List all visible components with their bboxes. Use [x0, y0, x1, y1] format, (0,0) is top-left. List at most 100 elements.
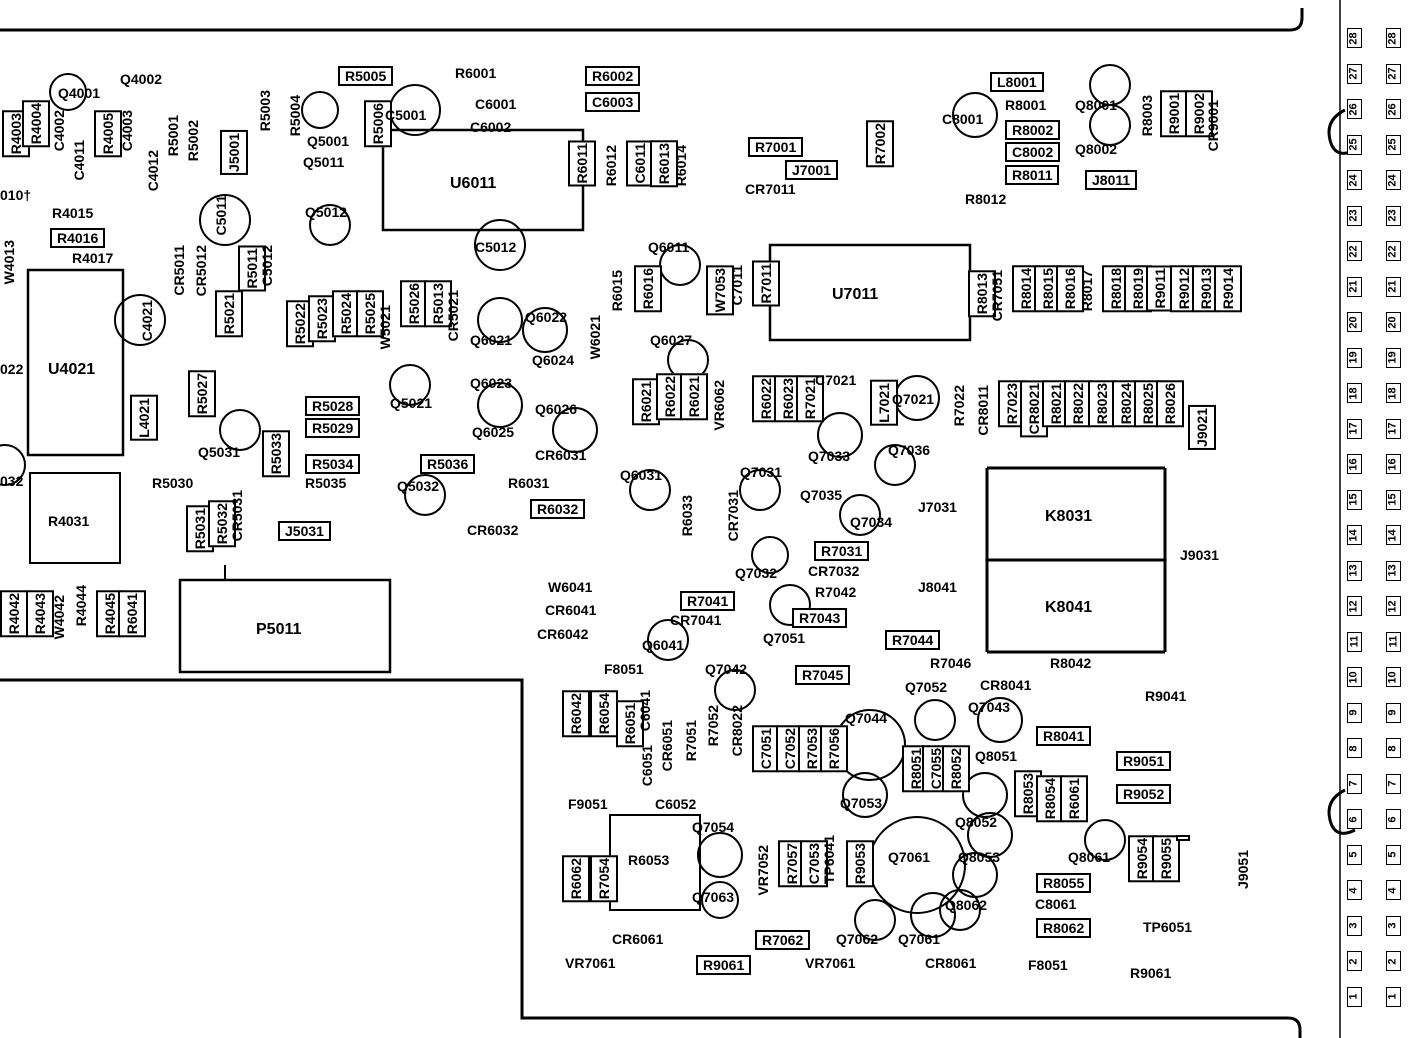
- label-r5027: R5027: [188, 370, 216, 418]
- label-cr6042: CR6042: [537, 626, 589, 642]
- label-c8001: C8001: [942, 111, 984, 127]
- label-r8051: R8052: [942, 745, 970, 793]
- edge-pin-28-a: 28: [1347, 28, 1362, 48]
- label-r7011: R7011: [752, 260, 780, 307]
- edge-pin-6-a: 6: [1347, 809, 1362, 829]
- label-r8041: R8041: [1036, 726, 1092, 746]
- label-r6016: R6016: [634, 265, 662, 313]
- label-q6041: Q6041: [642, 637, 685, 653]
- label-c6041: C6041: [637, 690, 653, 732]
- label-c6011: C5012: [475, 239, 517, 255]
- edge-pin-6-b: 6: [1386, 809, 1401, 829]
- label-q6011: Q6011: [648, 239, 690, 255]
- edge-pin-20-b: 20: [1386, 312, 1401, 332]
- label-010: 010†: [0, 187, 32, 203]
- label-w5021: W5021: [377, 305, 393, 350]
- edge-pin-25-b: 25: [1386, 134, 1401, 155]
- edge-pin-22-b: 22: [1386, 241, 1401, 261]
- label-r8011: R8011: [1005, 165, 1060, 185]
- label-r4017: R4017: [72, 250, 114, 266]
- label-q6024: Q6024: [532, 352, 575, 368]
- label-cr8041: CR8041: [980, 677, 1032, 693]
- edge-pin-17-a: 17: [1347, 418, 1362, 439]
- label-u6011: U6011: [450, 175, 497, 192]
- label-cr9001: CR9001: [1205, 100, 1221, 152]
- label-cr8011: CR7051: [989, 270, 1005, 322]
- label-c7021: C7021: [815, 372, 857, 388]
- label-u7011: U7011: [832, 286, 879, 303]
- edge-pin-26-a: 26: [1347, 99, 1362, 119]
- label-q7044: Q7051: [763, 630, 806, 646]
- label-c4021: C4021: [139, 300, 155, 342]
- label-r6015: R6015: [609, 270, 625, 312]
- label-r6011: R6011: [568, 140, 596, 187]
- label-q6026: Q6026: [535, 401, 578, 417]
- edge-pin-11-a: 11: [1347, 631, 1362, 652]
- edge-pin-18-a: 18: [1347, 383, 1362, 403]
- label-r4045: R6041: [118, 590, 146, 638]
- edge-pin-8-b: 8: [1386, 738, 1401, 758]
- edge-pin-5-b: 5: [1386, 844, 1401, 865]
- label-q4002: Q4002: [120, 71, 163, 87]
- label-q5001: Q5001: [307, 133, 350, 149]
- label-q7035: Q7035: [800, 487, 843, 503]
- label-r6051: R7051: [683, 720, 699, 762]
- label-q7032: Q7032: [735, 565, 778, 581]
- edge-pin-7-b: 7: [1386, 773, 1401, 794]
- label-c5012: C5012: [259, 245, 275, 287]
- edge-pin-9-a: 9: [1347, 702, 1362, 723]
- label-r7042: R7042: [815, 584, 857, 600]
- label-r7051: R7052: [705, 705, 721, 747]
- label-r6014: R6014: [673, 145, 689, 187]
- label-r7053: R7056: [820, 725, 848, 773]
- label-f8051: F8051: [1028, 957, 1068, 973]
- label-c4012: C4012: [145, 150, 161, 192]
- label-r5033: R5033: [262, 430, 290, 478]
- label-cr7051: CR8022: [729, 705, 745, 757]
- label-r8054: R6061: [1060, 775, 1088, 823]
- label-cr6061: CR6061: [612, 931, 664, 947]
- label-r9001: R9001: [1160, 90, 1188, 138]
- label-r9054: R9055: [1152, 835, 1180, 883]
- edge-pin-24-a: 24: [1347, 170, 1362, 190]
- label-q6021: Q6021: [470, 332, 513, 348]
- label-j9031: J9031: [1180, 547, 1219, 563]
- label-r7044: R7044: [885, 630, 941, 650]
- edge-pin-17-b: 17: [1386, 418, 1401, 439]
- edge-pin-4-b: 4: [1386, 880, 1401, 900]
- label-q5021: Q5021: [390, 395, 433, 411]
- edge-pin-16-b: 16: [1386, 454, 1401, 474]
- label-r6023: R6021: [680, 373, 708, 421]
- edge-pin-10-a: 10: [1347, 667, 1362, 687]
- label-w7053: VR7052: [755, 845, 771, 896]
- label-r9052: R9052: [1116, 784, 1172, 804]
- label-r8012: R8012: [965, 191, 1007, 207]
- edge-pin-12-a: 12: [1347, 596, 1362, 616]
- label-r4015: R4015: [52, 205, 94, 221]
- label-r5028: R5028: [305, 396, 361, 416]
- label-q7031: Q7031: [740, 464, 783, 480]
- label-r7002: R7002: [866, 120, 894, 168]
- label-cr7041: CR7041: [670, 612, 722, 628]
- label-r5021: R5021: [215, 290, 243, 338]
- label-j5001: J5001: [220, 130, 248, 175]
- label-r8021: R7022: [951, 385, 967, 427]
- edge-pin-23-b: 23: [1386, 205, 1401, 226]
- label-k8031: K8031: [1045, 508, 1093, 525]
- edge-pin-2-b: 2: [1386, 951, 1401, 971]
- label-r6031: R6031: [508, 475, 550, 491]
- label-r6012: R6012: [603, 145, 619, 187]
- edge-pin-13-a: 13: [1347, 560, 1362, 581]
- edge-pin-1-a: 1: [1347, 986, 1362, 1007]
- edge-pin-21-b: 21: [1386, 276, 1401, 297]
- label-c4002: C4002: [51, 110, 67, 152]
- label-f9051: TP6051: [1143, 919, 1193, 935]
- label-r8062: R8062: [1036, 918, 1092, 938]
- label-q7063: Q7063: [692, 889, 735, 905]
- edge-pin-4-a: 4: [1347, 880, 1362, 900]
- label-c6002: C6002: [470, 119, 512, 135]
- label-q8062: Q8062: [945, 897, 988, 913]
- label-j8041: J8041: [918, 579, 957, 595]
- label-w6041: W6041: [548, 579, 593, 595]
- edge-pin-16-a: 16: [1347, 454, 1362, 474]
